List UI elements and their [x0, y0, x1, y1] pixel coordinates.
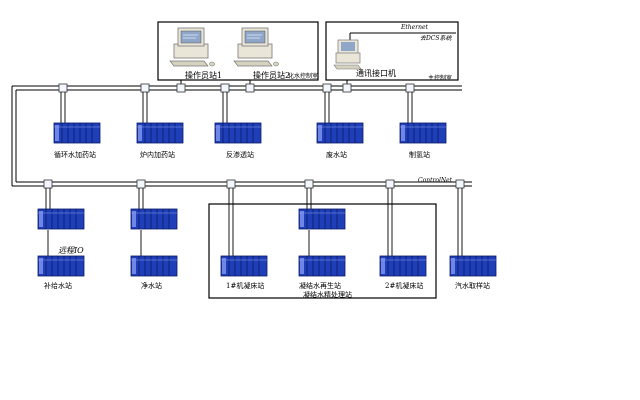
lower-station-5-label: 2#机凝床站 — [385, 281, 423, 290]
lower-station-2-label: 净水站 — [141, 281, 162, 290]
upper-station-2-label: 炉内加药站 — [140, 150, 175, 159]
upper-station-4[interactable]: 废水站 — [316, 122, 364, 159]
clean-water-main-rack[interactable] — [130, 208, 178, 230]
gateway-computer[interactable] — [333, 39, 362, 70]
upper-station-5[interactable]: 制氢站 — [399, 122, 447, 159]
lower-station-5[interactable]: 2#机凝床站 — [379, 255, 427, 290]
upper-station-1-label: 循环水加药站 — [54, 150, 96, 159]
main-control-room: Ethernet 去DCS系统 通讯接口机 主控制室 — [325, 21, 459, 82]
remote-io-label: 远程IO — [58, 246, 84, 255]
condensate-polishing-group: 凝结水精处理站 — [208, 203, 437, 299]
lower-station-2[interactable]: 净水站 — [130, 255, 178, 290]
upper-station-1[interactable]: 循环水加药站 — [53, 122, 101, 159]
upper-station-4-label: 废水站 — [326, 150, 347, 159]
control-room-label: 化水控制室 — [288, 72, 318, 80]
workstation-1[interactable] — [169, 27, 215, 67]
upper-station-3-label: 反渗透站 — [226, 150, 254, 159]
workstation-2-label: 操作员站2 — [253, 70, 290, 80]
lower-station-1[interactable]: 补给水站 — [37, 255, 85, 290]
lower-station-4[interactable]: 凝结水再生站 — [298, 255, 346, 290]
workstation-2[interactable] — [233, 27, 279, 67]
workstation-1-label: 操作员站1 — [185, 70, 222, 80]
lower-station-6-label: 汽水取样站 — [455, 281, 490, 290]
lower-station-4-label: 凝结水再生站 — [299, 281, 341, 290]
gateway-label: 通讯接口机 — [356, 68, 396, 78]
upper-station-3[interactable]: 反渗透站 — [214, 122, 262, 159]
lower-network-taps — [43, 179, 465, 257]
ethernet-label: Ethernet — [400, 24, 428, 31]
dcs-label: 去DCS系统 — [420, 34, 453, 42]
lower-network-bus — [12, 181, 472, 187]
lower-station-3[interactable]: 1#机凝床站 — [220, 255, 268, 290]
lower-station-3-label: 1#机凝床站 — [226, 281, 264, 290]
lower-station-1-label: 补给水站 — [44, 281, 72, 290]
lower-station-6[interactable]: 汽水取样站 — [449, 255, 497, 290]
upper-station-5-label: 制氢站 — [409, 150, 430, 159]
makeup-water-main-rack[interactable] — [37, 208, 85, 230]
upper-network-taps — [58, 83, 415, 124]
main-control-label: 主控制室 — [428, 74, 452, 82]
control-room: 操作员站1 操作员站2 化水控制室 — [157, 21, 319, 81]
upper-station-2[interactable]: 炉内加药站 — [136, 122, 184, 159]
regeneration-main-rack[interactable] — [298, 208, 346, 230]
upper-network-bus — [11, 80, 462, 186]
condensate-polishing-group-label: 凝结水精处理站 — [303, 290, 352, 299]
controlnet-label: ControlNet — [418, 177, 453, 184]
